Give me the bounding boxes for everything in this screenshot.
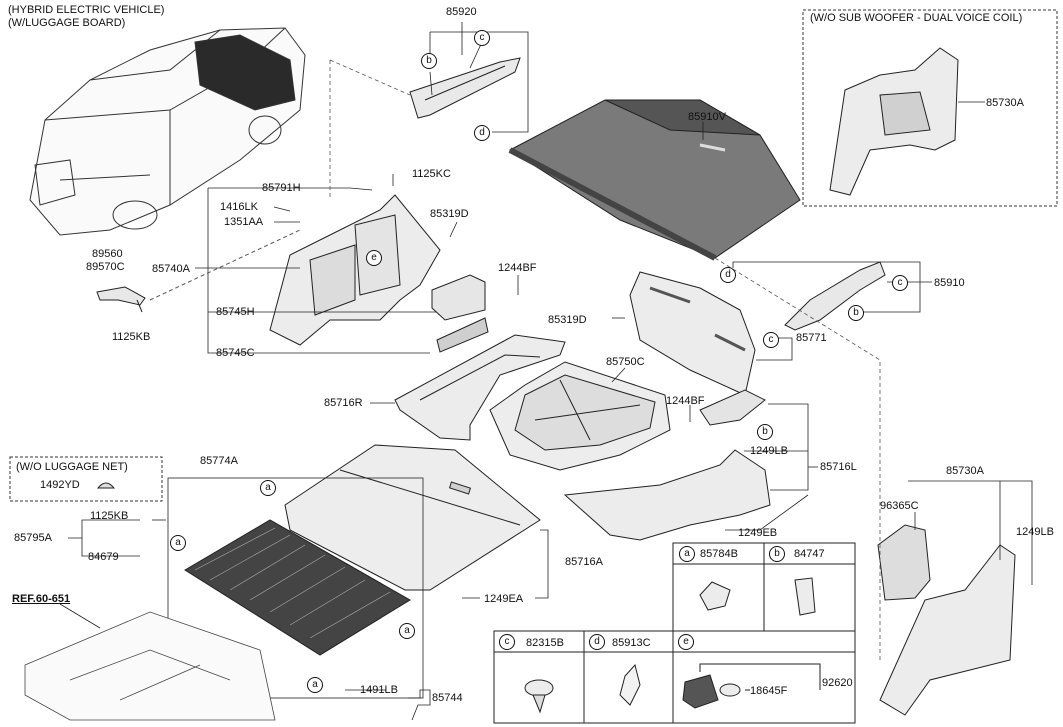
leader-ref — [59, 603, 101, 629]
leader-85716A — [462, 529, 549, 599]
label-89570C[interactable]: 89570C — [86, 261, 125, 273]
label-85744[interactable]: 85744 — [432, 692, 463, 704]
label-84679[interactable]: 84679 — [88, 551, 119, 563]
label-1125KB-a[interactable]: 1125KB — [112, 331, 151, 343]
note-subwoofer: (W/O SUB WOOFER - DUAL VOICE COIL) — [810, 12, 1023, 24]
label-85750C[interactable]: 85750C — [606, 356, 645, 368]
part-85716A-shape — [284, 444, 541, 591]
label-1125KC[interactable]: 1125KC — [412, 168, 451, 180]
part-85745H-shape — [431, 274, 489, 353]
floor-ref-shape — [24, 611, 276, 721]
legend-b-part[interactable]: 84747 — [794, 548, 825, 560]
clip-1492YD-icon — [96, 482, 116, 489]
bubble-e: e — [366, 250, 382, 266]
label-1244BF-a[interactable]: 1244BF — [498, 262, 537, 274]
part-85740A-shape — [269, 194, 441, 346]
label-85791H[interactable]: 85791H — [262, 182, 301, 194]
label-85910V[interactable]: 85910V — [688, 111, 726, 123]
label-85740A[interactable]: 85740A — [152, 263, 190, 275]
legend-c-letter: c — [499, 634, 515, 650]
leaders-85716L — [725, 403, 818, 531]
label-96365C[interactable]: 96365C — [880, 500, 919, 512]
legend-e-part-92620[interactable]: 92620 — [822, 677, 853, 689]
label-85910[interactable]: 85910 — [934, 277, 965, 289]
bubble-c-right: c — [892, 275, 908, 291]
label-89560[interactable]: 89560 — [92, 248, 123, 260]
legend-b-letter: b — [769, 546, 785, 562]
dashed-connectors — [329, 59, 881, 660]
label-85319D-top[interactable]: 85319D — [430, 208, 469, 220]
note-luggage-board: (W/LUGGAGE BOARD) — [8, 17, 126, 29]
label-85795A[interactable]: 85795A — [14, 532, 52, 544]
leaders-left-trim — [195, 174, 458, 354]
label-85730A-bottom[interactable]: 85730A — [946, 465, 984, 477]
legend-d-part[interactable]: 85913C — [612, 637, 651, 649]
legend-a-letter: a — [679, 546, 695, 562]
leader-85750C — [611, 367, 626, 383]
legend-e-part-18645F[interactable]: 18645F — [750, 685, 788, 697]
label-1249LB-a[interactable]: 1249LB — [750, 445, 788, 457]
part-85730A-bottom-shape — [877, 524, 1016, 716]
note-vehicle-type: (HYBRID ELECTRIC VEHICLE) — [8, 4, 165, 16]
bubble-a-2: a — [170, 535, 186, 551]
bubble-c-top: c — [474, 30, 490, 46]
label-85319D-mid[interactable]: 85319D — [548, 314, 587, 326]
part-85910-shape — [784, 261, 886, 331]
legend-icons — [524, 577, 821, 714]
part-89560-shape — [96, 286, 146, 313]
label-1125KB-b[interactable]: 1125KB — [90, 510, 129, 522]
part-85910V-shape — [508, 99, 801, 261]
part-85771-shape — [629, 271, 756, 396]
part-85774A-shape — [184, 519, 411, 656]
label-85745H[interactable]: 85745H — [216, 306, 255, 318]
bubble-a-1: a — [260, 480, 276, 496]
legend-e-letter: e — [678, 634, 694, 650]
leaders-85771 — [612, 317, 793, 361]
bubble-c-mid: c — [763, 332, 779, 348]
label-1249EA[interactable]: 1249EA — [484, 593, 524, 605]
label-1249EB[interactable]: 1249EB — [738, 527, 778, 539]
bubble-a-3: a — [399, 623, 415, 639]
legend-table — [493, 542, 856, 724]
part-85750C-shape — [489, 361, 671, 471]
subwoofer-box-frame — [802, 9, 1058, 207]
label-1492YD[interactable]: 1492YD — [40, 479, 80, 491]
bubble-d-mid: d — [720, 267, 736, 283]
label-1491LB[interactable]: 1491LB — [360, 684, 398, 696]
label-1244BF-b[interactable]: 1244BF — [666, 395, 705, 407]
label-1416LK[interactable]: 1416LK — [220, 201, 258, 213]
label-85716L[interactable]: 85716L — [820, 461, 857, 473]
label-85716R[interactable]: 85716R — [324, 397, 363, 409]
label-1249LB-b[interactable]: 1249LB — [1016, 526, 1054, 538]
bubble-a-4: a — [307, 677, 323, 693]
ref-link[interactable]: REF.60-651 — [12, 593, 71, 605]
label-85920[interactable]: 85920 — [446, 6, 477, 18]
luggage-net-frame — [9, 456, 163, 502]
bubble-b-mid: b — [757, 424, 773, 440]
label-85774A[interactable]: 85774A — [200, 455, 238, 467]
net-frame-85774A — [167, 477, 424, 699]
part-85920-shape — [409, 57, 521, 119]
bubble-d-top: d — [474, 125, 490, 141]
label-1351AA[interactable]: 1351AA — [224, 216, 264, 228]
note-luggage-net: (W/O LUGGAGE NET) — [16, 461, 128, 473]
part-85716L-shape — [563, 389, 771, 541]
legend-d-letter: d — [589, 634, 605, 650]
label-85771[interactable]: 85771 — [796, 332, 827, 344]
label-85730A-top[interactable]: 85730A — [986, 97, 1024, 109]
bubble-b-top: b — [421, 53, 437, 69]
legend-a-part[interactable]: 85784B — [700, 548, 738, 560]
part-85716R-shape — [394, 334, 566, 441]
label-85716A[interactable]: 85716A — [565, 556, 603, 568]
part-85730A-top-shape — [829, 47, 959, 196]
legend-c-part[interactable]: 82315B — [526, 637, 564, 649]
vehicle-sketch — [29, 27, 306, 236]
leaders-85730A-bottom — [908, 480, 1033, 585]
bubble-b-right: b — [848, 305, 864, 321]
label-85745C[interactable]: 85745C — [216, 347, 255, 359]
misc-leaders — [68, 275, 691, 721]
